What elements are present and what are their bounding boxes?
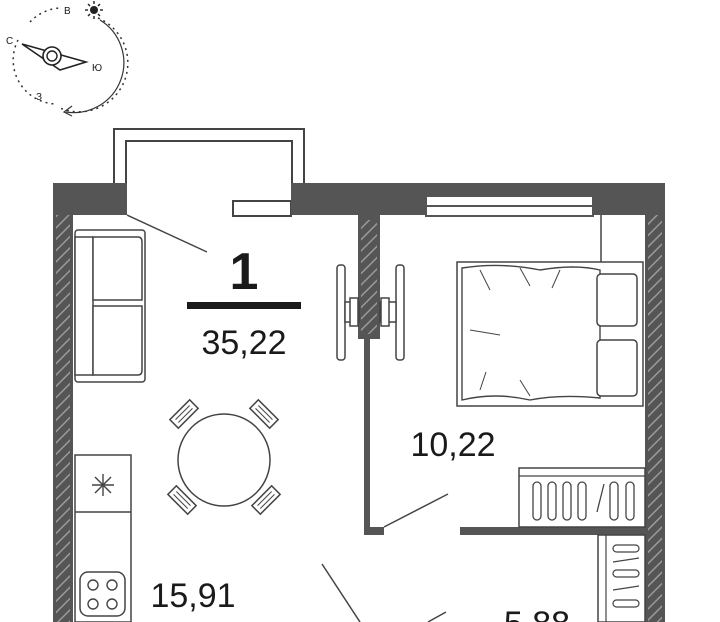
rooms-count: 1 — [230, 243, 259, 301]
compass-arrow-icon — [62, 105, 73, 117]
total-area: 35,22 — [201, 324, 286, 362]
wall-top-mid — [291, 183, 426, 215]
pillow-icon — [596, 273, 638, 327]
compass-arc — [65, 19, 125, 114]
compass-north-label: С — [6, 36, 13, 47]
walls — [53, 183, 665, 622]
dining-table-icon — [166, 398, 282, 516]
bedroom-area: 10,22 — [410, 426, 495, 464]
bedroom-door-leaf — [383, 493, 449, 528]
bathroom-door-line — [427, 611, 447, 622]
bed-icon — [456, 261, 644, 407]
bathroom-area: 5,88 — [504, 605, 570, 622]
radiator-left-icon — [336, 264, 360, 361]
sun-icon — [85, 1, 103, 19]
compass: В С Ю З — [6, 1, 129, 117]
compass-east-label: В — [64, 6, 71, 17]
balcony-door-sill — [232, 200, 292, 217]
sofa-icon — [74, 229, 146, 383]
radiator-right-icon — [379, 264, 405, 361]
wardrobe-icon — [518, 467, 646, 528]
balcony — [113, 128, 305, 217]
eye-icon — [21, 43, 89, 71]
hallway-wardrobe-icon — [597, 534, 646, 622]
wall-bedroom-bottom — [460, 527, 645, 535]
rooms-divider — [187, 302, 301, 309]
kitchen-living-area: 15,91 — [150, 577, 235, 615]
pillow-icon — [596, 339, 638, 397]
compass-west-label: З — [36, 92, 42, 103]
compass-south-label: Ю — [92, 63, 102, 74]
fan-icon — [92, 474, 114, 496]
kitchen-counter — [74, 454, 132, 622]
entry-door-line — [321, 563, 361, 622]
kitchen-door-leaf — [126, 214, 208, 253]
stove-icon — [79, 571, 126, 617]
